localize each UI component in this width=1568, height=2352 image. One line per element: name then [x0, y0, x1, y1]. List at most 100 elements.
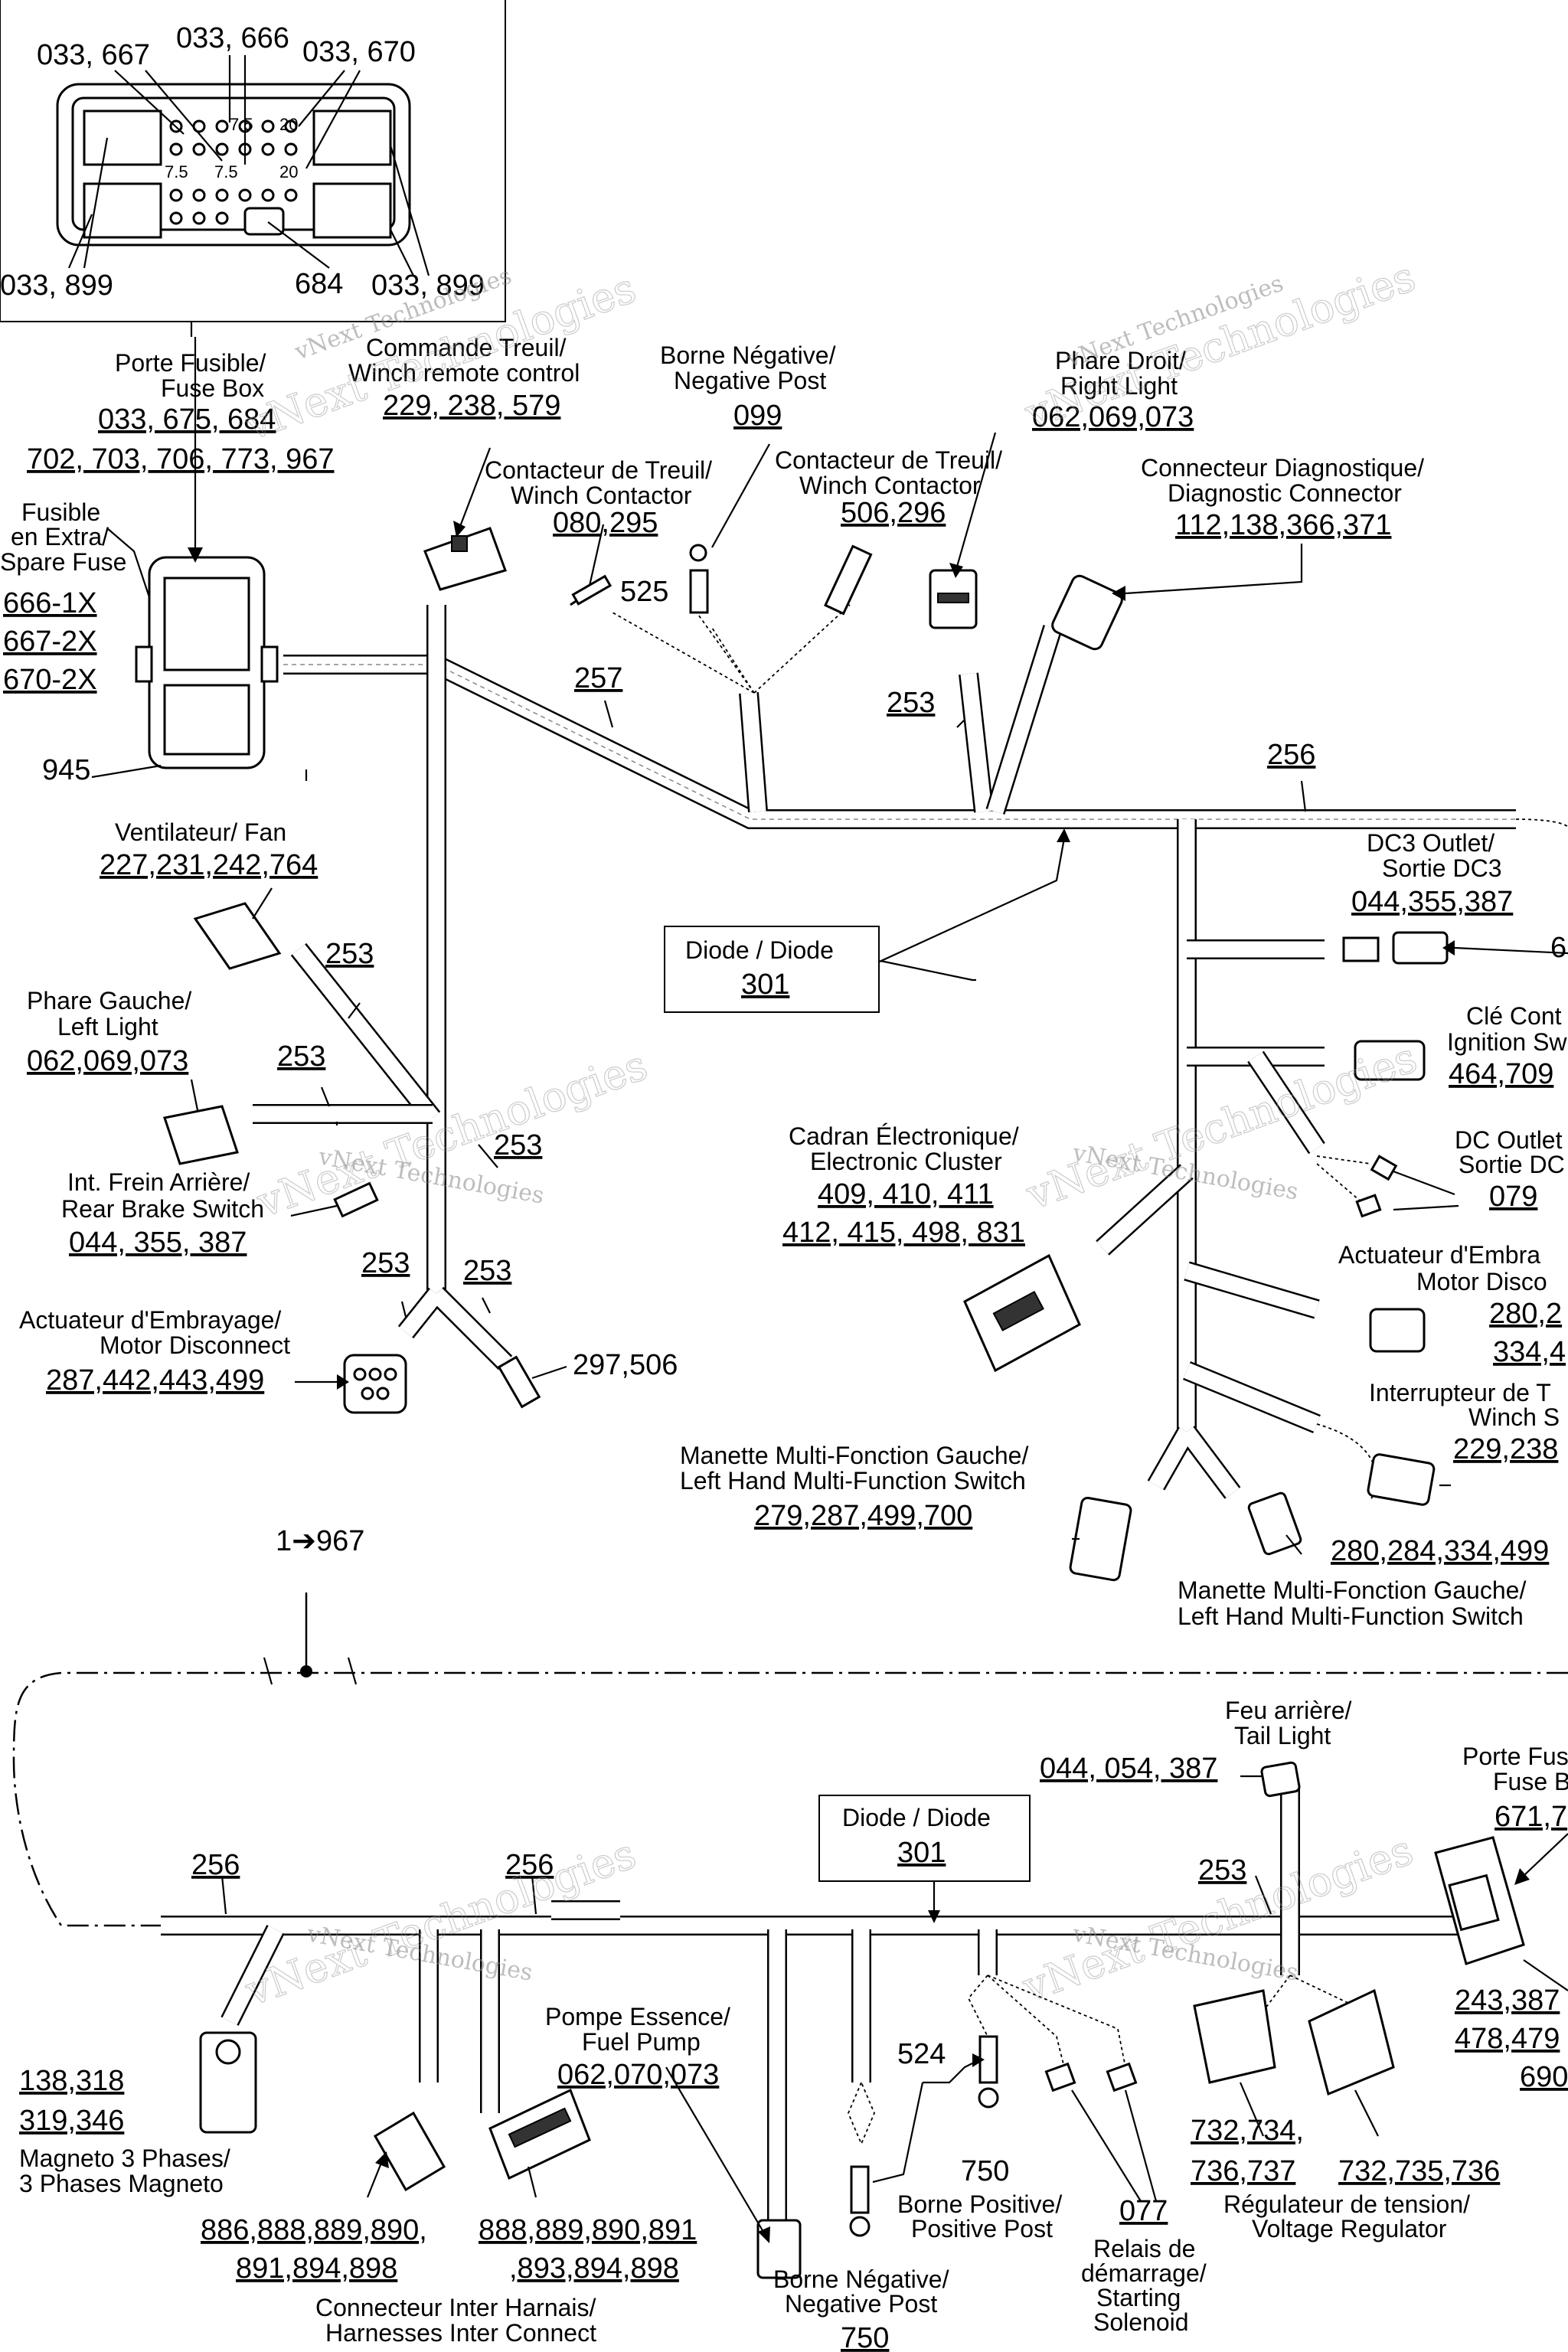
fuel-pump-label: Pompe Essence/	[545, 2003, 730, 2030]
electronic-cluster-connector	[963, 1253, 1081, 1373]
callout-256: 256	[505, 1849, 554, 1881]
negative-post-label: Negative Post	[785, 2290, 937, 2318]
negative-post-750	[849, 2165, 871, 2237]
winch-remote-label: Winch remote control	[348, 359, 580, 387]
voltage-regulator-connector-2	[1308, 1988, 1395, 2096]
fuse-label: 20	[279, 115, 298, 134]
dc-outlet-label: DC Outlet	[1455, 1126, 1563, 1154]
spare-fuse-number: 670-2X	[3, 664, 97, 696]
lh-switch-connector-2	[1247, 1491, 1302, 1556]
winch-switch-connector	[1367, 1453, 1436, 1506]
left-light-label: Left Light	[57, 1013, 158, 1040]
callout-945: 945	[42, 754, 90, 786]
callout-253: 253	[887, 687, 935, 719]
fan-label: Ventilateur/ Fan	[115, 818, 286, 846]
positive-post-label: Positive Post	[911, 2215, 1053, 2243]
spare-fuse-number: 666-1X	[3, 587, 97, 619]
fuse-grid: 7.5 20 7.5 7.5 20	[165, 115, 298, 225]
ignition-switch-connector	[1354, 1040, 1426, 1081]
winch-contactor-number: 080,295	[553, 507, 658, 539]
top-leader-lines	[91, 337, 1568, 1555]
winch-remote-number: 229, 238, 579	[383, 390, 560, 422]
voltage-regulator-connector-1	[1193, 1989, 1276, 2084]
right-light-label: Right Light	[1060, 372, 1178, 400]
fuse-box-detail: 7.5 20 7.5 7.5 20 033, 667 033, 666 033,…	[0, 0, 506, 337]
diagnostic-number: 112,138,366,371	[1175, 509, 1391, 541]
motor-disconnect-2-connector	[1369, 1308, 1426, 1353]
callout-253: 253	[277, 1040, 325, 1073]
motor-disconnect-2-label: Actuateur d'Embra	[1338, 1241, 1540, 1269]
winch-contactor-number: 506,296	[841, 497, 946, 529]
diagnostic-label: Connecteur Diagnostique/	[1141, 454, 1424, 482]
dc3-number: 044,355,387	[1351, 886, 1513, 918]
fuse-callout: 684	[295, 268, 343, 300]
voltage-regulator-number: 732,734,	[1191, 2115, 1304, 2147]
fan-connector	[193, 902, 282, 970]
voltage-regulator-label: Régulateur de tension/	[1223, 2190, 1470, 2218]
dc-outlet-terminals	[1355, 1155, 1398, 1218]
main-fuse-box	[135, 556, 279, 769]
inter-harness-label: Harnesses Inter Connect	[325, 2319, 596, 2347]
brake-switch-number: 044, 355, 387	[69, 1227, 247, 1259]
dc-outlet-label: Sortie DC	[1459, 1151, 1565, 1178]
diode-box-bottom	[818, 1795, 1031, 1882]
callout-750: 750	[961, 2155, 1009, 2187]
right-light-connector	[929, 569, 978, 629]
fuse-label: 7.5	[230, 115, 253, 134]
spare-fuse-number: 667-2X	[3, 626, 97, 658]
lh-switch-2-label: Manette Multi-Fonction Gauche/	[1178, 1576, 1526, 1604]
callout-297-506: 297,506	[573, 1349, 678, 1381]
callout-253: 253	[1198, 1854, 1246, 1886]
winch-switch-label: Winch S	[1468, 1403, 1560, 1431]
negative-post-ring	[689, 544, 709, 614]
motor-disconnect-2-label: Motor Disco	[1416, 1268, 1547, 1295]
fuse-label: 7.5	[165, 162, 188, 181]
starting-solenoid-label: Relais de	[1093, 2235, 1195, 2262]
positive-post-750	[978, 2035, 999, 2109]
fuse-box-2	[1434, 1836, 1525, 1965]
inter-harness-number: 886,888,889,890,	[201, 2214, 427, 2246]
callout-256: 256	[191, 1849, 240, 1881]
fuse-box-label: Fuse Box	[161, 374, 264, 402]
clutch-label: Actuateur d'Embrayage/	[19, 1306, 281, 1334]
starting-solenoid-label: Solenoid	[1093, 2308, 1189, 2336]
callout-253: 253	[361, 1247, 410, 1279]
fuse-box-2-label: Fuse B	[1493, 1768, 1568, 1795]
callout-077: 077	[1119, 2195, 1168, 2227]
inter-harness-label: Connecteur Inter Harnais/	[315, 2294, 596, 2321]
terminal-297	[497, 1355, 541, 1409]
starting-solenoid-label: Starting	[1096, 2284, 1181, 2311]
clutch-number: 287,442,443,499	[46, 1364, 264, 1396]
negative-post-number: 750	[841, 2322, 889, 2352]
rear-brake-switch	[333, 1181, 379, 1218]
left-light-label: Phare Gauche/	[27, 987, 191, 1014]
lh-switch-2-number: 280,284,334,499	[1331, 1535, 1549, 1567]
voltage-regulator-number: 736,737	[1191, 2155, 1295, 2187]
tail-light-number: 044, 054, 387	[1040, 1753, 1217, 1785]
winch-contactor-label: Winch Contactor	[511, 482, 692, 509]
tail-light-label: Feu arrière/	[1225, 1697, 1352, 1724]
neg-post-label: Negative Post	[674, 367, 826, 394]
cluster-number: 412, 415, 498, 831	[782, 1217, 1025, 1249]
ignition-number: 464,709	[1449, 1058, 1553, 1090]
starting-solenoid-label: démarrage/	[1081, 2259, 1207, 2287]
winch-switch-number: 229,238	[1453, 1433, 1558, 1465]
inter-harness-number: ,893,894,898	[509, 2252, 679, 2285]
fuse-label: 20	[279, 162, 298, 181]
fuse-box-2-number: 671,7	[1494, 1801, 1567, 1833]
magneto-number: 138,318	[19, 2065, 124, 2097]
lh-switch-2-label: Left Hand Multi-Function Switch	[1178, 1602, 1524, 1630]
fuse-callout: 033, 670	[302, 36, 416, 68]
diode-box-top	[664, 926, 880, 1013]
lh-switch-label: Left Hand Multi-Function Switch	[680, 1467, 1026, 1494]
callout-525: 525	[620, 576, 668, 608]
starting-solenoid-terminals	[1044, 2062, 1138, 2092]
negative-post-label: Borne Négative/	[773, 2265, 949, 2293]
motor-disconnect-2-number: 334,4	[1493, 1336, 1566, 1368]
magneto-number: 319,346	[19, 2105, 124, 2137]
diode-label: Diode / Diode	[842, 1804, 991, 1831]
fuse-box-number: 702, 703, 706, 773, 967	[27, 443, 334, 475]
winch-remote-connector	[423, 527, 507, 591]
lh-switch-connector-1	[1069, 1496, 1132, 1582]
